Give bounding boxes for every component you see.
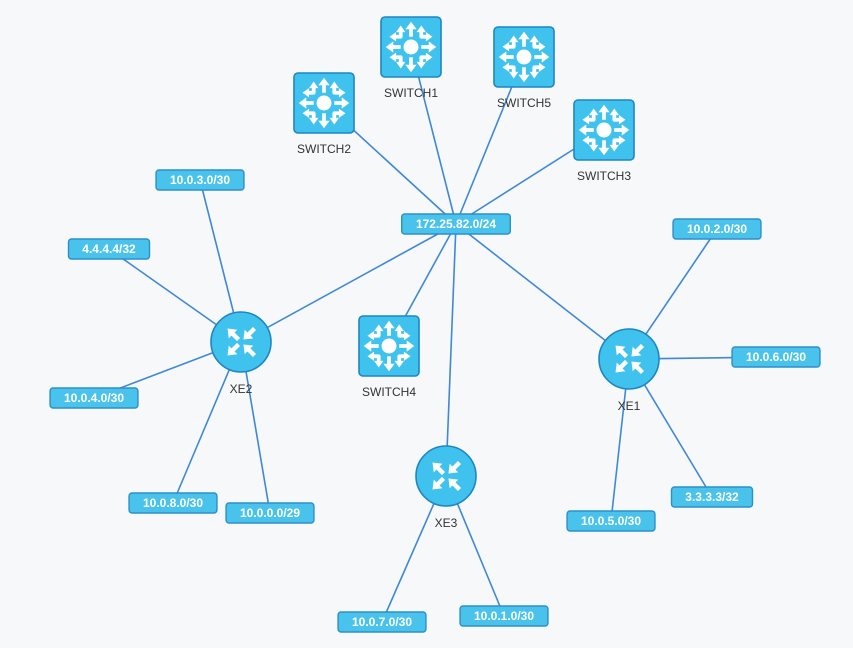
network-label-text: 4.4.4.4/32 (82, 242, 136, 256)
device-label: SWITCH4 (362, 385, 416, 399)
network-label-text: 10.0.2.0/30 (687, 222, 747, 236)
device-label: XE1 (618, 399, 641, 413)
network-label-text: 10.0.0.0/29 (240, 506, 300, 520)
device-label: XE2 (230, 382, 253, 396)
network-label-box (337, 611, 427, 633)
network-label-box (459, 605, 549, 627)
network-label-text: 10.0.8.0/30 (143, 496, 203, 510)
router-circle (415, 445, 477, 507)
network-label-text: 10.0.5.0/30 (581, 514, 641, 528)
network-node-n1006[interactable]: 10.0.6.0/30 (731, 346, 821, 368)
network-label-box (401, 213, 512, 235)
switch-node-sw3[interactable]: SWITCH3 (573, 99, 635, 183)
device-label: SWITCH1 (384, 86, 438, 100)
network-label-box (67, 238, 151, 260)
network-label-text: 10.0.3.0/30 (170, 173, 230, 187)
network-node-n1005[interactable]: 10.0.5.0/30 (566, 510, 656, 532)
router-node-xe2[interactable]: XE2 (210, 311, 272, 396)
network-node-n1002[interactable]: 10.0.2.0/30 (672, 218, 762, 240)
switch-node-sw1[interactable]: SWITCH1 (380, 16, 442, 100)
network-label-text: 10.0.6.0/30 (746, 350, 806, 364)
network-label-text: 172.25.82.0/24 (416, 217, 496, 231)
router-circle (598, 328, 660, 390)
network-label-box (128, 492, 218, 514)
router-circle (210, 311, 272, 373)
switch-node-sw2[interactable]: SWITCH2 (293, 72, 355, 156)
device-label: SWITCH5 (497, 96, 551, 110)
switch-node-sw5[interactable]: SWITCH5 (493, 26, 555, 110)
network-label-text: 10.0.4.0/30 (64, 391, 124, 405)
link-net-172-xe1 (455, 223, 630, 360)
network-node-n1004[interactable]: 10.0.4.0/30 (49, 387, 139, 409)
network-label-box (49, 387, 139, 409)
network-label-box (670, 486, 754, 508)
nodes-layer: 172.25.82.0/24 SWITCH1SWITCH5SWITCH2SWITC… (49, 16, 821, 633)
network-label-box (225, 502, 315, 524)
link-net-172-xe3 (445, 223, 457, 477)
router-node-xe1[interactable]: XE1 (598, 328, 660, 413)
network-node-n1001[interactable]: 10.0.1.0/30 (459, 605, 549, 627)
device-label: SWITCH3 (577, 169, 631, 183)
network-node-n4444[interactable]: 4.4.4.4/32 (67, 238, 151, 260)
link-net-172-xe2 (240, 223, 457, 343)
device-label: SWITCH2 (297, 142, 351, 156)
network-label-box (155, 169, 245, 191)
network-node-n1000[interactable]: 10.0.0.0/29 (225, 502, 315, 524)
network-node-n1003[interactable]: 10.0.3.0/30 (155, 169, 245, 191)
network-label-box (566, 510, 656, 532)
network-node-net-172[interactable]: 172.25.82.0/24 (401, 213, 512, 235)
network-label-text: 10.0.1.0/30 (474, 609, 534, 623)
network-label-box (731, 346, 821, 368)
network-label-text: 10.0.7.0/30 (352, 615, 412, 629)
device-label: XE3 (435, 516, 458, 530)
network-node-n3333[interactable]: 3.3.3.3/32 (670, 486, 754, 508)
network-node-n1007[interactable]: 10.0.7.0/30 (337, 611, 427, 633)
links-layer (93, 46, 777, 623)
router-node-xe3[interactable]: XE3 (415, 445, 477, 530)
network-label-box (672, 218, 762, 240)
network-node-n1008[interactable]: 10.0.8.0/30 (128, 492, 218, 514)
network-label-text: 3.3.3.3/32 (685, 490, 739, 504)
switch-node-sw4[interactable]: SWITCH4 (358, 315, 420, 399)
